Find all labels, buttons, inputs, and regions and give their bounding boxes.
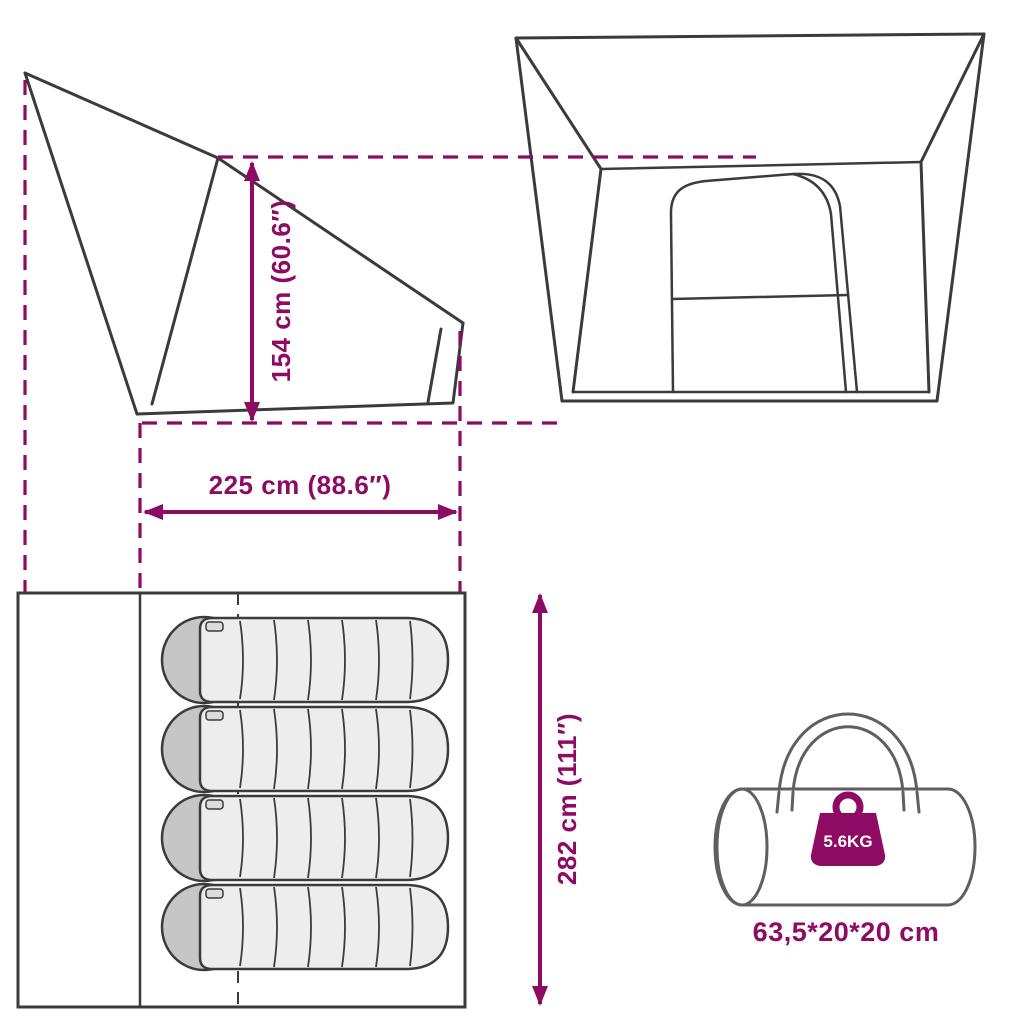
carry-bag — [713, 712, 977, 907]
front-door-crossbar — [670, 293, 850, 301]
weight-icon: 5.6KG — [810, 791, 886, 866]
side-ridge — [23, 71, 465, 325]
front-inner-left — [514, 36, 603, 394]
carry-bag-strap-left — [775, 790, 795, 814]
sleeping-bag — [160, 704, 450, 794]
weight-value-label: 5.6KG — [823, 832, 872, 851]
side-left-edge — [23, 71, 139, 416]
floor-plan — [16, 591, 467, 1009]
carry-bag-end-cap — [715, 787, 769, 907]
projection-lines — [23, 80, 756, 592]
weight-icon-body — [810, 813, 886, 866]
carry-bag-handle-outer — [777, 712, 919, 794]
carry-bag-handle-inner — [791, 725, 905, 794]
front-door-arch-inner — [791, 172, 848, 394]
front-outer-wall — [514, 32, 986, 403]
carry-bag-size-label: 63,5*20*20 cm — [753, 917, 940, 947]
side-base — [135, 321, 465, 416]
height-dimension-label: 154 cm (60.6″) — [266, 200, 296, 383]
sleeping-bag — [160, 882, 450, 972]
tent-side-view — [23, 71, 465, 416]
width-dimension-label: 225 cm (88.6″) — [209, 470, 392, 500]
tent-front-view — [514, 32, 986, 403]
sleeping-bag — [160, 615, 450, 705]
side-door-flap — [426, 327, 443, 404]
front-inner-top — [599, 160, 923, 171]
side-pole — [150, 156, 220, 406]
dimension-lines — [143, 161, 548, 1006]
sleeping-bag — [160, 793, 450, 883]
front-inner-right — [919, 32, 986, 394]
carry-bag-strap-right — [901, 790, 921, 814]
length-dimension-label: 282 cm (111″) — [552, 713, 582, 885]
